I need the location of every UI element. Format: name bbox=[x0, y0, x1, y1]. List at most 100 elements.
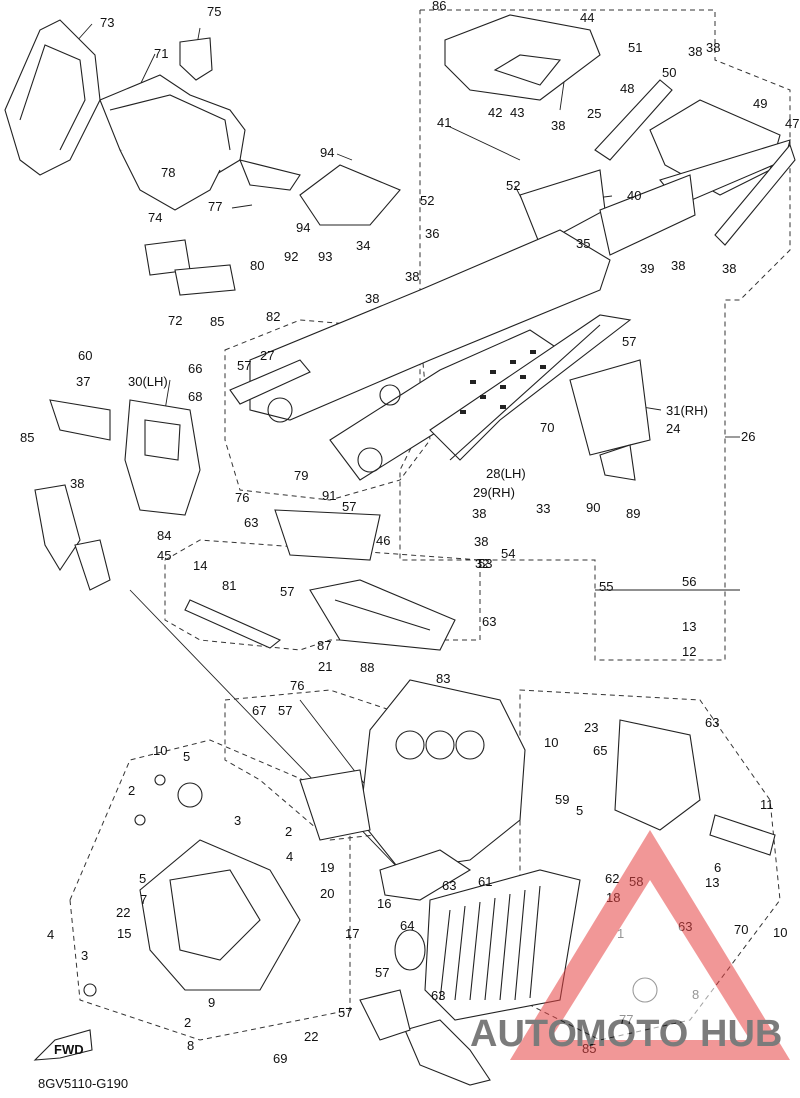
callout-label: 4 bbox=[47, 927, 54, 942]
callout-label: 38 bbox=[722, 261, 736, 276]
callout-label: 77 bbox=[208, 199, 222, 214]
callout-label: 62 bbox=[605, 871, 619, 886]
callout-label: 26 bbox=[741, 429, 755, 444]
callout-label: 7 bbox=[140, 892, 147, 907]
callout-label: 80 bbox=[250, 258, 264, 273]
callout-label: 59 bbox=[555, 792, 569, 807]
mid-brackets-group bbox=[184, 509, 456, 651]
callout-label: 66 bbox=[188, 361, 202, 376]
callout-label: 74 bbox=[148, 210, 162, 225]
callout-label: 5 bbox=[139, 871, 146, 886]
callout-label: 87 bbox=[317, 638, 331, 653]
callout-label: 85 bbox=[20, 430, 34, 445]
callout-label: 2 bbox=[285, 824, 292, 839]
callout-label: 38 bbox=[688, 44, 702, 59]
callout-label: 27 bbox=[260, 348, 274, 363]
diagram-code: 8GV5110-G190 bbox=[38, 1076, 128, 1091]
callout-label: 91 bbox=[322, 488, 336, 503]
callout-label: 2 bbox=[128, 783, 135, 798]
callout-label: 69 bbox=[273, 1051, 287, 1066]
callout-label: 41 bbox=[437, 115, 451, 130]
callout-label: 52 bbox=[506, 178, 520, 193]
callout-label: 25 bbox=[587, 106, 601, 121]
callout-label: 43 bbox=[510, 105, 524, 120]
callout-label: 57 bbox=[280, 584, 294, 599]
callout-label: 67 bbox=[252, 703, 266, 718]
callout-label: 79 bbox=[294, 468, 308, 483]
callout-label: 34 bbox=[356, 238, 370, 253]
callout-label: 85 bbox=[210, 314, 224, 329]
callout-label: 39 bbox=[640, 261, 654, 276]
callout-label: 14 bbox=[193, 558, 207, 573]
callout-label: 70 bbox=[734, 922, 748, 937]
callout-label: 9 bbox=[208, 995, 215, 1010]
callout-label: 19 bbox=[320, 860, 334, 875]
callout-label: 45 bbox=[157, 548, 171, 563]
callout-label: 49 bbox=[753, 96, 767, 111]
callout-label: 38 bbox=[671, 258, 685, 273]
fwd-label: FWD bbox=[54, 1042, 84, 1057]
callout-label: 52 bbox=[420, 193, 434, 208]
callout-label: 2 bbox=[184, 1015, 191, 1030]
callout-label: 13 bbox=[682, 619, 696, 634]
callout-label: 38 bbox=[474, 534, 488, 549]
callout-label: 24 bbox=[666, 421, 680, 436]
callout-label: 38 bbox=[706, 40, 720, 55]
callout-label: 57 bbox=[342, 499, 356, 514]
callout-label: 63 bbox=[431, 988, 445, 1003]
callout-label: 11 bbox=[760, 797, 774, 812]
callout-label: 48 bbox=[620, 81, 634, 96]
callout-label: 64 bbox=[400, 918, 414, 933]
callout-label: 93 bbox=[318, 249, 332, 264]
watermark-moto: MOTO bbox=[575, 1013, 688, 1055]
watermark-auto: AUTO bbox=[470, 1013, 577, 1055]
callout-label: 50 bbox=[662, 65, 676, 80]
callout-label: 20 bbox=[320, 886, 334, 901]
callout-label: 17 bbox=[345, 926, 359, 941]
plate-holes bbox=[460, 350, 546, 414]
callout-label: 57 bbox=[338, 1005, 352, 1020]
callout-label: 90 bbox=[586, 500, 600, 515]
callout-label: 73 bbox=[100, 15, 114, 30]
callout-label: 72 bbox=[168, 313, 182, 328]
callout-label: 38 bbox=[472, 506, 486, 521]
callout-label: 88 bbox=[360, 660, 374, 675]
callout-label: 55 bbox=[599, 579, 613, 594]
callout-label: 6 bbox=[714, 860, 721, 875]
callout-label: 3 bbox=[234, 813, 241, 828]
callout-label: 35 bbox=[576, 236, 590, 251]
callout-label: 76 bbox=[290, 678, 304, 693]
callout-label: 46 bbox=[376, 533, 390, 548]
callout-label: 84 bbox=[157, 528, 171, 543]
callout-label: 47 bbox=[785, 116, 799, 131]
callout-label: 78 bbox=[161, 165, 175, 180]
callout-label: 51 bbox=[628, 40, 642, 55]
callout-label: 94 bbox=[320, 145, 334, 160]
callout-label: 57 bbox=[237, 358, 251, 373]
callout-label: 29(RH) bbox=[473, 485, 515, 500]
callout-label: 38 bbox=[365, 291, 379, 306]
callout-label: 63 bbox=[244, 515, 258, 530]
callout-label: 38 bbox=[405, 269, 419, 284]
callout-label: 8 bbox=[187, 1038, 194, 1053]
callout-label: 21 bbox=[318, 659, 332, 674]
callout-label: 81 bbox=[222, 578, 236, 593]
callout-label: 23 bbox=[584, 720, 598, 735]
callout-label: 57 bbox=[278, 703, 292, 718]
callout-label: 44 bbox=[580, 10, 594, 25]
callout-label: 86 bbox=[432, 0, 446, 13]
front-cowl-group bbox=[4, 19, 301, 296]
callout-label: 5 bbox=[576, 803, 583, 818]
lower-frame-group bbox=[299, 679, 526, 901]
callout-label: 13 bbox=[705, 875, 719, 890]
callout-label: 71 bbox=[154, 46, 168, 61]
callout-label: 10 bbox=[773, 925, 787, 940]
fwd-arrow: FWD bbox=[33, 1029, 93, 1061]
callout-label: 92 bbox=[284, 249, 298, 264]
callout-label: 22 bbox=[116, 905, 130, 920]
callout-label: 32 bbox=[475, 556, 489, 571]
callout-label: 33 bbox=[536, 501, 550, 516]
callout-label: 16 bbox=[377, 896, 391, 911]
callout-label: 30(LH) bbox=[128, 374, 168, 389]
